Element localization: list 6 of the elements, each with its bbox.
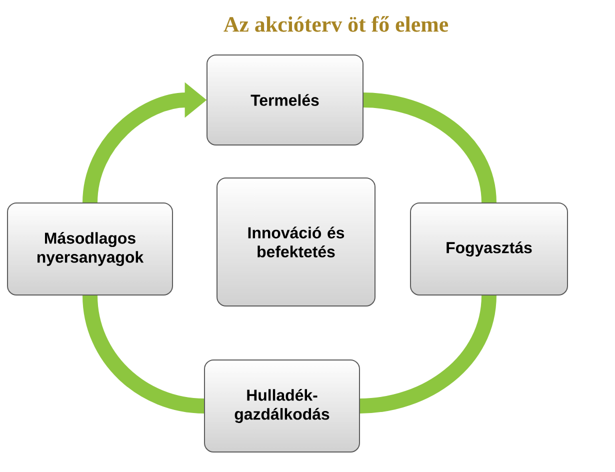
process-box: Innováció és befektetés	[216, 178, 376, 306]
process-box: Fogyasztás	[410, 202, 568, 296]
title: Az akcióterv öt fő eleme	[224, 16, 448, 32]
process-box: Termelés	[206, 54, 364, 146]
process-box: Hulladék-gazdálkodás	[204, 360, 360, 452]
process-box: Másodlagos nyersanyagok	[7, 202, 173, 296]
